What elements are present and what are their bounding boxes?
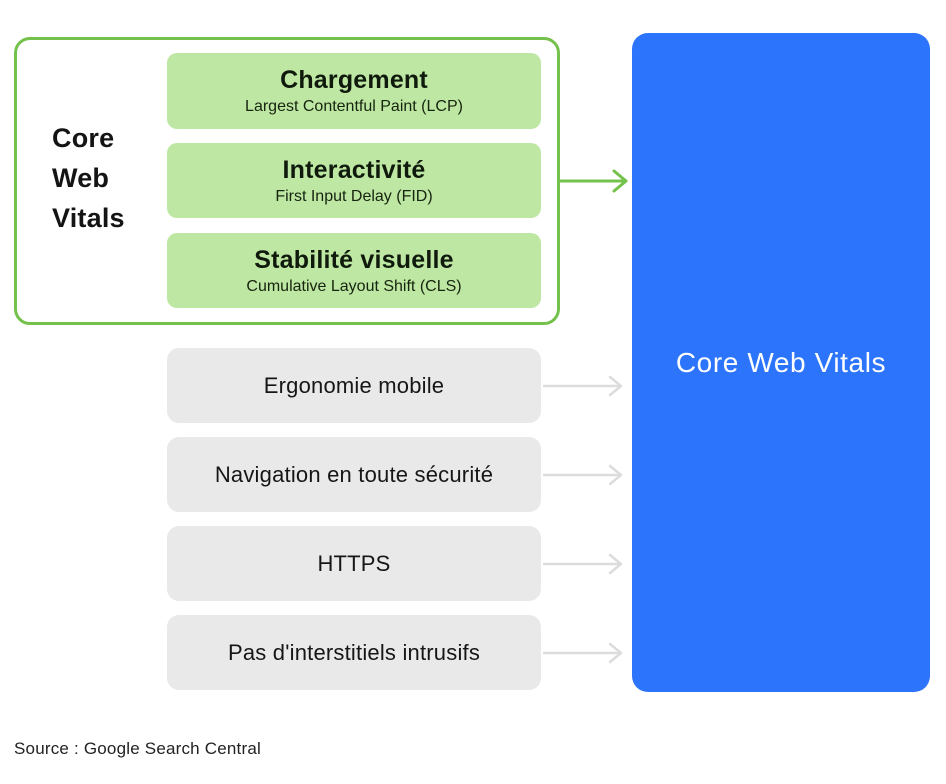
green-arrow-right-icon bbox=[558, 168, 630, 194]
metric-title: Stabilité visuelle bbox=[254, 245, 454, 274]
result-label: Core Web Vitals bbox=[675, 346, 887, 378]
group-label-line-1: Core bbox=[52, 123, 115, 153]
metric-subtitle: Largest Contentful Paint (LCP) bbox=[245, 98, 463, 115]
metric-card-stabilite-visuelle: Stabilité visuelle Cumulative Layout Shi… bbox=[167, 233, 541, 308]
metric-title: Interactivité bbox=[282, 155, 426, 184]
factor-label: Ergonomie mobile bbox=[263, 372, 445, 398]
gray-arrow-right-icon bbox=[543, 640, 625, 666]
factor-card-interstitiels: Pas d'interstitiels intrusifs bbox=[167, 615, 541, 690]
gray-arrow-right-icon bbox=[543, 373, 625, 399]
gray-arrow-right-icon bbox=[543, 551, 625, 577]
factor-card-ergonomie-mobile: Ergonomie mobile bbox=[167, 348, 541, 423]
gray-arrow-right-icon bbox=[543, 462, 625, 488]
metric-card-interactivite: Interactivité First Input Delay (FID) bbox=[167, 143, 541, 218]
factor-label: HTTPS bbox=[317, 550, 391, 576]
metric-card-chargement: Chargement Largest Contentful Paint (LCP… bbox=[167, 53, 541, 129]
group-label-line-3: Vitals bbox=[52, 203, 125, 233]
factor-card-navigation-securite: Navigation en toute sécurité bbox=[167, 437, 541, 512]
metric-subtitle: First Input Delay (FID) bbox=[275, 187, 433, 205]
factor-label: Pas d'interstitiels intrusifs bbox=[227, 639, 481, 665]
factor-card-https: HTTPS bbox=[167, 526, 541, 601]
result-box: Core Web Vitals bbox=[632, 33, 930, 692]
group-label: Core Web Vitals bbox=[52, 118, 125, 238]
factor-label: Navigation en toute sécurité bbox=[214, 461, 494, 487]
metric-subtitle: Cumulative Layout Shift (CLS) bbox=[246, 277, 462, 295]
group-label-line-2: Web bbox=[52, 163, 110, 193]
source-note: Source : Google Search Central bbox=[14, 739, 261, 758]
metric-title: Chargement bbox=[280, 66, 428, 94]
